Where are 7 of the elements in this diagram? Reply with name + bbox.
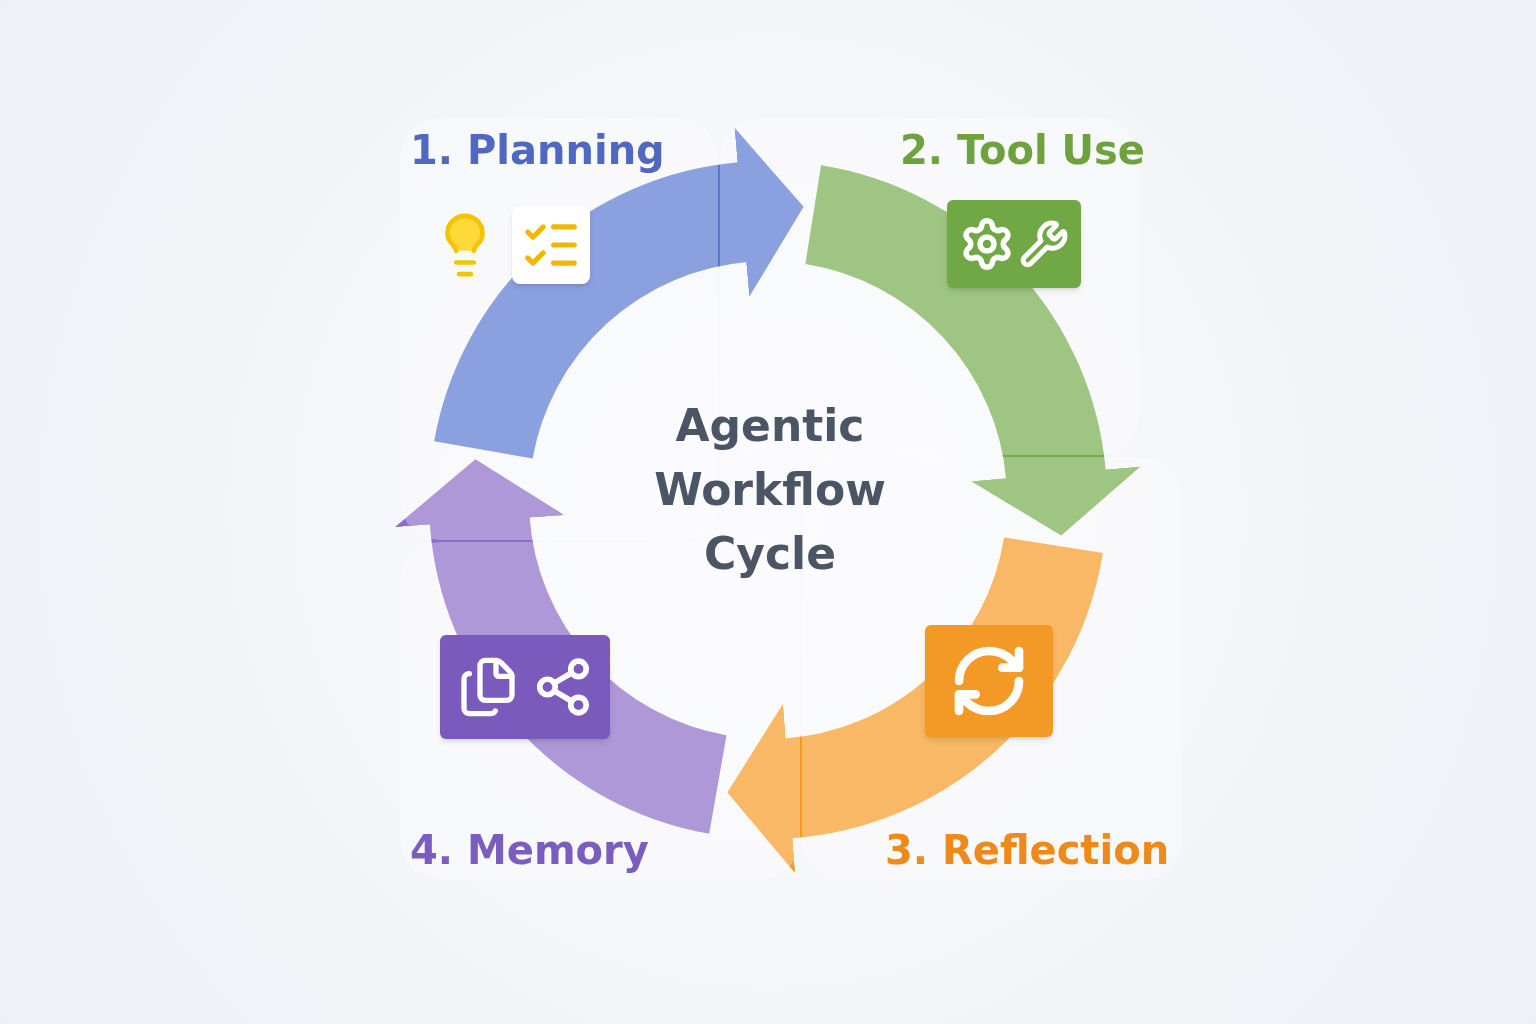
- center-title: Agentic Workflow Cycle: [653, 399, 887, 581]
- stage-heading: 2. Tool Use: [900, 126, 1145, 175]
- stage-heading: 4. Memory: [410, 826, 649, 875]
- stage-heading: 3. Reflection: [885, 826, 1170, 875]
- cycle-arrow: [727, 534, 1103, 873]
- stage-heading: 1. Planning: [410, 126, 665, 175]
- cycle-arrow: [802, 165, 1140, 536]
